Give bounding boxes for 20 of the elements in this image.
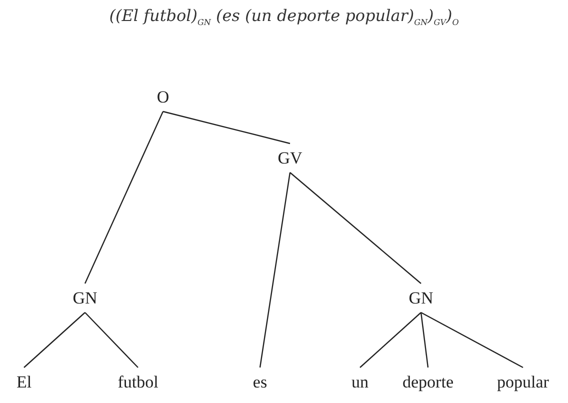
tree-branch	[162, 110, 290, 144]
tree-branch	[420, 312, 429, 368]
word-label: deporte	[402, 368, 454, 396]
phrase-label: O	[156, 82, 170, 112]
tree-branch	[84, 111, 164, 284]
word-label: un	[350, 368, 370, 396]
tree-branch	[290, 172, 422, 284]
tree-branch	[259, 172, 291, 368]
tree-branch	[420, 312, 524, 368]
tree-branch	[360, 312, 422, 368]
phrase-label: GN	[72, 284, 98, 312]
word-label: es	[252, 368, 268, 396]
phrase-label: GN	[408, 284, 434, 312]
word-label: futbol	[116, 368, 160, 396]
phrase-label: GV	[276, 144, 304, 172]
word-label: popular	[496, 368, 550, 396]
tree-branch	[84, 312, 138, 368]
tree-branch	[24, 312, 86, 368]
word-label: El	[15, 368, 33, 396]
title: ((El futbol)$_{GN}$ (es (un deporte popular)$_{GN}$)$_{GV}$)$_{O}$	[108, 6, 460, 28]
